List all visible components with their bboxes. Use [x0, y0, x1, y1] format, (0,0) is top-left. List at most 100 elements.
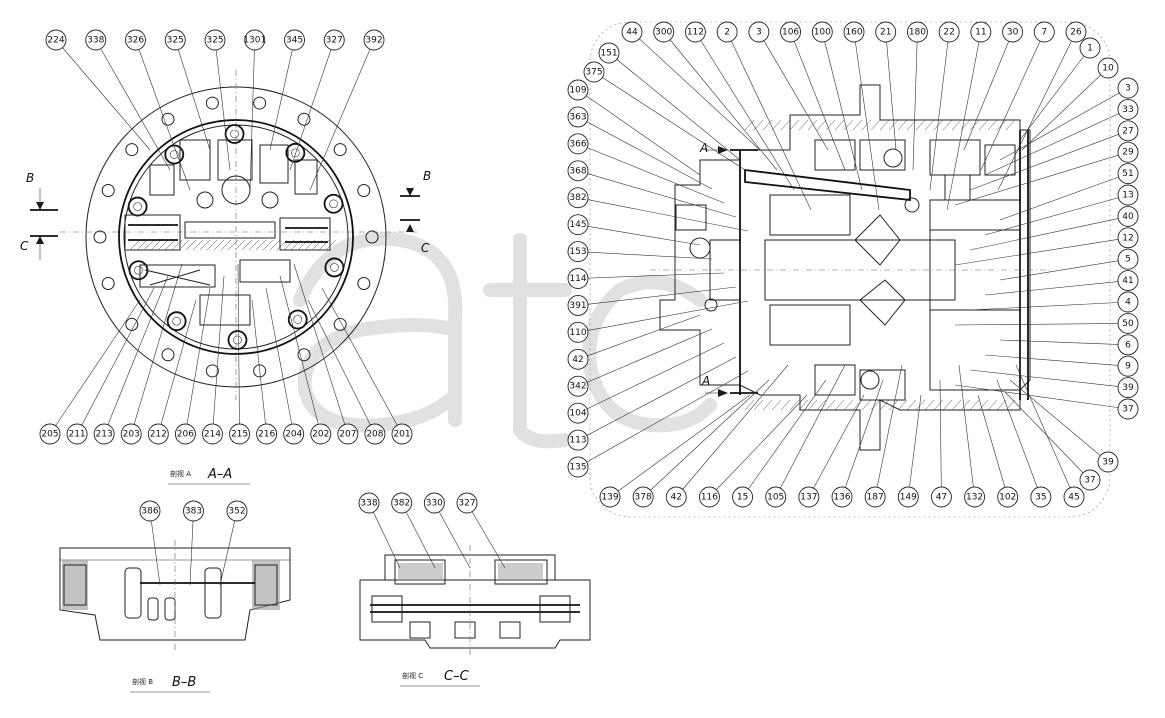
view-a-title-prefix: 剖视 A [170, 469, 191, 478]
flange-bolt-hole [297, 348, 311, 362]
svg-text:113: 113 [569, 436, 586, 446]
view-c-c: 剖视 C C–C [359, 545, 591, 687]
svg-text:12: 12 [1122, 233, 1133, 243]
callout-main-top: 100 [811, 21, 833, 43]
callout-main-right: 3 [1117, 77, 1139, 99]
callout-view-a-top: 325 [164, 29, 186, 51]
view-c-title-prefix: 剖视 C [402, 671, 423, 680]
callout-main-left: 109 [567, 79, 589, 101]
callout-view-c: 327 [456, 492, 478, 514]
svg-text:11: 11 [975, 28, 986, 38]
svg-text:135: 135 [569, 463, 586, 473]
svg-text:2: 2 [724, 28, 730, 38]
svg-text:392: 392 [365, 36, 382, 46]
callout-main-bottom: 47 [930, 486, 952, 508]
svg-text:378: 378 [635, 493, 652, 503]
svg-text:112: 112 [687, 28, 704, 38]
cover-bolt [287, 309, 308, 330]
svg-text:383: 383 [185, 507, 202, 517]
svg-text:47: 47 [936, 493, 947, 503]
callout-view-b: 386 [139, 500, 161, 522]
callout-main-left: 391 [567, 294, 589, 316]
svg-text:139: 139 [601, 493, 618, 503]
callout-view-c: 330 [423, 492, 445, 514]
callout-main-top: 26 [1065, 21, 1087, 43]
svg-text:345: 345 [286, 36, 303, 46]
callout-main-left: 151 [598, 42, 620, 64]
svg-text:3: 3 [756, 28, 762, 38]
callout-main-bottom: 35 [1030, 486, 1052, 508]
svg-text:206: 206 [177, 430, 194, 440]
flange-bolt-hole [161, 348, 175, 362]
callout-view-a-top: 224 [45, 29, 67, 51]
callout-view-a-bottom: 212 [147, 423, 169, 445]
svg-text:208: 208 [366, 430, 383, 440]
callout-view-a-bottom: 215 [229, 423, 250, 445]
callout-main-top: 2 [716, 21, 738, 43]
callout-main-left: 135 [567, 456, 589, 478]
callout-main-top: 21 [875, 21, 897, 43]
svg-text:5: 5 [1125, 255, 1131, 265]
callout-view-a-bottom: 216 [256, 423, 278, 445]
flange-bolt-hole [205, 96, 219, 110]
svg-text:42: 42 [572, 355, 583, 365]
svg-text:202: 202 [312, 430, 329, 440]
svg-text:330: 330 [426, 499, 443, 509]
callout-main-top: 44 [621, 21, 643, 43]
callout-main-bottom: 378 [632, 486, 654, 508]
callout-main-left: 375 [583, 61, 605, 83]
callout-main-left: 42 [567, 348, 589, 370]
svg-text:106: 106 [782, 28, 799, 38]
svg-text:213: 213 [96, 430, 113, 440]
callout-main-right: 40 [1117, 205, 1139, 227]
callout-main-top: 3 [748, 21, 770, 43]
flange-bolt-hole [333, 143, 347, 157]
svg-text:104: 104 [569, 409, 586, 419]
svg-text:325: 325 [167, 36, 184, 46]
callout-main-top: 300 [653, 21, 675, 43]
cut-letter-b-left: B [26, 171, 34, 185]
cover-bolt [323, 193, 344, 214]
svg-text:187: 187 [867, 493, 884, 503]
svg-text:100: 100 [814, 28, 831, 38]
callout-view-c: 338 [358, 492, 380, 514]
svg-text:51: 51 [1122, 169, 1133, 179]
callout-main-left: 366 [567, 133, 589, 155]
cut-letter-a-top: A [699, 141, 708, 155]
callout-main-top: 30 [1002, 21, 1024, 43]
callout-main-left: 342 [567, 375, 589, 397]
callout-view-a-top: 345 [284, 29, 305, 51]
svg-text:30: 30 [1007, 28, 1019, 38]
svg-text:27: 27 [1122, 126, 1133, 136]
callout-view-a-top: 338 [85, 29, 107, 51]
svg-text:201: 201 [393, 430, 410, 440]
svg-text:50: 50 [1122, 319, 1134, 329]
svg-text:180: 180 [909, 28, 926, 38]
callout-main-right: 9 [1117, 355, 1139, 377]
view-b-title: B–B [172, 675, 196, 690]
callout-main-left: 104 [567, 402, 589, 424]
flange-bolt-hole [101, 277, 115, 291]
svg-text:137: 137 [800, 493, 817, 503]
svg-text:109: 109 [569, 86, 586, 96]
callout-main-right: 10 [1097, 57, 1119, 79]
flange-bolt-hole [365, 230, 379, 244]
flange-bolt-hole [205, 364, 219, 378]
svg-text:327: 327 [326, 36, 343, 46]
callout-main-left: 153 [567, 241, 589, 263]
svg-text:151: 151 [600, 49, 617, 59]
svg-text:215: 215 [231, 430, 248, 440]
callout-main-top: 22 [938, 21, 960, 43]
svg-text:211: 211 [68, 430, 85, 440]
svg-text:207: 207 [339, 430, 356, 440]
flange-bolt-hole [161, 112, 175, 126]
svg-text:382: 382 [569, 193, 586, 203]
svg-text:4: 4 [1125, 298, 1131, 308]
cut-letter-c-left: C [20, 239, 29, 253]
svg-text:342: 342 [569, 382, 586, 392]
svg-text:7: 7 [1041, 28, 1047, 38]
callout-main-bottom: 137 [798, 486, 820, 508]
svg-text:29: 29 [1122, 148, 1134, 158]
callout-main-bottom: 187 [864, 486, 886, 508]
